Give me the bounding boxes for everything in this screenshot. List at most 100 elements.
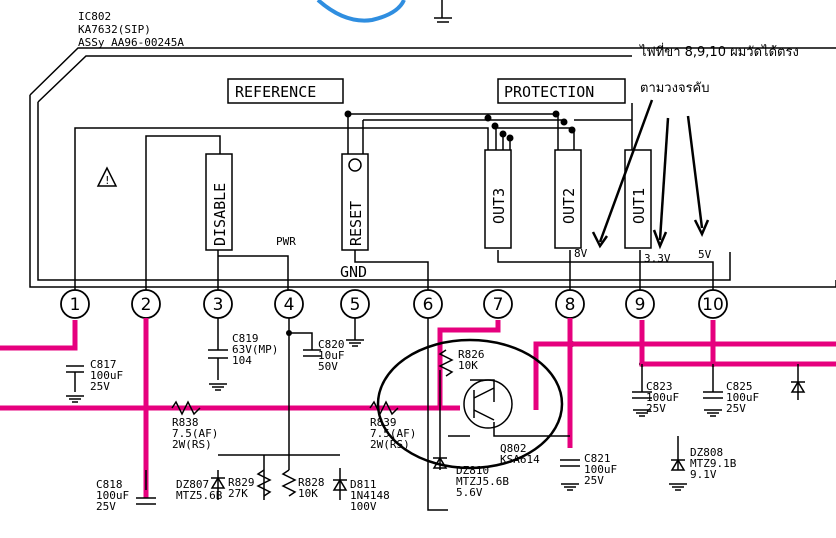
d811-label-2: 100V [350,500,377,513]
pin-9-circle [625,289,655,319]
r826-label-0: R826 [458,348,485,361]
r839-label-1: 7.5(AF) [370,427,416,440]
c818-label-1: 100uF [96,489,129,502]
c818-label-0: C818 [96,478,123,491]
pin-8-label: 8 [565,295,576,315]
ground-symbols [66,339,722,491]
ic-ref-label: IC802 [78,10,111,23]
c823-label-1: 100uF [646,391,679,404]
pin-3-label: 3 [213,295,224,315]
r829-label-0: R829 [228,476,255,489]
warning-icon [96,166,118,187]
c817-label-1: 100uF [90,369,123,382]
r828-label-1: 10K [298,487,318,500]
voltage-pin8: 8V [574,247,588,260]
reset-node [348,158,362,172]
component-labels: C817100uF25VC81963V(MP)104C82010uF50VR82… [90,332,759,513]
voltage-pin9: 3.3V [644,252,671,265]
reference-block [227,78,344,104]
dz808-label-1: MTZ9.1B [690,457,737,470]
out2-label: OUT2 [560,188,578,224]
protection-label: PROTECTION [504,83,594,101]
reset-block [341,153,369,251]
capacitor-symbols [66,349,723,505]
pin-5-label: 5 [350,295,361,315]
c819-label-2: 104 [232,354,252,367]
r826-label-1: 10K [458,359,478,372]
c818-label-2: 25V [96,500,116,513]
r838-label-2: 2W(RS) [172,438,212,451]
pwr-label: PWR [276,235,296,248]
r828-label-0: R828 [298,476,325,489]
highlight-ellipse [376,338,564,470]
d811-label-1: 1N4148 [350,489,390,502]
dz810-label-1: MTZJ5.6B [456,475,509,488]
out2-block [554,149,582,249]
diode-symbols [210,380,806,491]
c825-label-1: 100uF [726,391,759,404]
c823-label-2: 25V [646,402,666,415]
pin-1-label: 1 [70,295,81,315]
voltage-pin10: 5V [698,248,712,261]
out1-label: OUT1 [630,188,648,224]
pin-7-circle [483,289,513,319]
dz807-label-1: MTZ5.6B [176,489,223,502]
c819-label-1: 63V(MP) [232,343,278,356]
r838-label-1: 7.5(AF) [172,427,218,440]
transistor-q802-leads [473,387,495,421]
c817-label-0: C817 [90,358,117,371]
resistor-symbols [171,349,454,497]
note-line-2: ตามวงจรคับ [640,81,710,96]
pin-10-circle [698,289,728,319]
pin-6-label: 6 [423,295,434,315]
c821-label-1: 100uF [584,463,617,476]
c817-label-2: 25V [90,380,110,393]
c819-label-0: C819 [232,332,259,345]
r829-label-1: 27K [228,487,248,500]
disable-block [205,153,233,251]
c821-label-0: C821 [584,452,611,465]
annotation-arrows [591,99,710,250]
ground-symbol-top [434,0,452,23]
out3-label: OUT3 [490,188,508,224]
dz807-label-0: DZ807 [176,478,209,491]
d811-label-0: D811 [350,478,377,491]
protection-block [497,78,626,104]
c821-label-2: 25V [584,474,604,487]
gnd-label: GND [340,263,367,281]
dz810-label-0: DZ810 [456,464,489,477]
q802-label-0: Q802 [500,442,527,455]
out1-block [624,149,652,249]
r838-label-0: R838 [172,416,199,429]
ic-outline-outer [29,47,836,288]
c820-label-0: C820 [318,338,345,351]
ic-part-label: KA7632(SIP) [78,23,151,36]
dz808-label-0: DZ808 [690,446,723,459]
c825-label-2: 25V [726,402,746,415]
c825-label-0: C825 [726,380,753,393]
reference-label: REFERENCE [235,83,316,101]
c820-label-2: 50V [318,360,338,373]
q802-label-1: KSA614 [500,453,540,466]
out3-block [484,149,512,249]
pin-10-label: 10 [702,295,724,315]
pin-7-label: 7 [493,295,504,315]
r839-label-2: 2W(RS) [370,438,410,451]
pin-4-label: 4 [284,295,295,315]
ic-assy-label: ASSy AA96-00245A [78,36,184,49]
warning-mark: ! [104,174,111,187]
dz808-label-2: 9.1V [690,468,717,481]
c823-label-0: C823 [646,380,673,393]
pin-1-circle [60,289,90,319]
pin-2-label: 2 [141,295,152,315]
ic-outline-inner [37,55,836,287]
transistor-q802 [463,379,513,429]
dz810-label-2: 5.6V [456,486,483,499]
pin-9-label: 9 [635,295,646,315]
r839-label-0: R839 [370,416,397,429]
disable-label: DISABLE [211,183,229,246]
reset-label: RESET [347,201,365,246]
c820-label-1: 10uF [318,349,345,362]
blue-circle-mark [316,0,406,23]
